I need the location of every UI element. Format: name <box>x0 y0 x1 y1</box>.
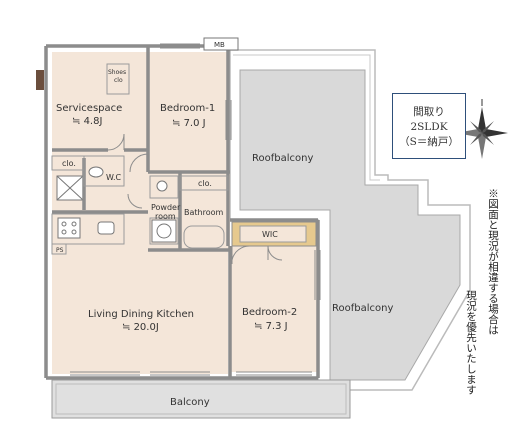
room-area-service-space: ≒ 4.8J <box>72 116 102 127</box>
room-area-bedroom-1: ≒ 7.0 J <box>172 118 206 129</box>
washer-icon <box>151 219 177 243</box>
mb-box <box>203 37 239 51</box>
balcony-area <box>51 379 351 419</box>
layout-info-type: 2SLDK <box>410 121 448 133</box>
room-area-living: ≒ 20.0J <box>122 322 159 333</box>
room-label-powder-1: Powder <box>151 203 181 212</box>
room-label-powder-2: room <box>155 212 176 221</box>
mb-label: MB <box>214 41 225 49</box>
room-label-shoes-2: clo <box>114 77 123 84</box>
room-label-wc: W.C <box>106 173 122 182</box>
wic <box>231 221 317 247</box>
room-label-balcony: Balcony <box>170 397 210 408</box>
inner-lines <box>51 63 229 255</box>
door-swings <box>107 133 283 264</box>
room-label-wic: WIC <box>262 230 278 239</box>
walls <box>44 44 320 380</box>
disclaimer-note-col1: ※図面と現況が相違する場合は <box>487 188 499 335</box>
room-label-closet-1: clo. <box>62 159 76 168</box>
ps-label: PS <box>56 247 64 254</box>
room-label-roof-balcony-lower: Roofbalcony <box>332 303 393 314</box>
entrance-area <box>56 175 84 201</box>
room-label-service-space: Servicespace <box>56 103 122 114</box>
room-label-living: Living Dining Kitchen <box>88 309 194 320</box>
room-label-bedroom-2: Bedroom-2 <box>242 307 297 318</box>
layout-info-box: 間取り 2SLDK （S＝納戸） <box>392 93 466 159</box>
layout-info-title: 間取り <box>413 106 445 118</box>
room-label-closet-2: clo. <box>198 179 212 188</box>
corner-accent <box>36 70 44 90</box>
room-label-bathroom: Bathroom <box>184 208 224 217</box>
sink-icon <box>156 180 168 192</box>
windows <box>70 43 321 376</box>
room-label-bedroom-1: Bedroom-1 <box>160 103 215 114</box>
roof-balcony-area <box>229 49 471 393</box>
compass-rose-icon <box>456 99 508 159</box>
room-area-bedroom-2: ≒ 7.3 J <box>254 321 288 332</box>
layout-info-note: （S＝納戸） <box>399 136 459 148</box>
room-label-roof-balcony-upper: Roofbalcony <box>252 153 313 164</box>
toilet-icon <box>88 166 104 178</box>
disclaimer-note-col2: 現況を優先いたします <box>465 290 477 395</box>
stove-icon <box>57 217 115 239</box>
room-label-shoes-1: Shoes <box>108 69 126 76</box>
